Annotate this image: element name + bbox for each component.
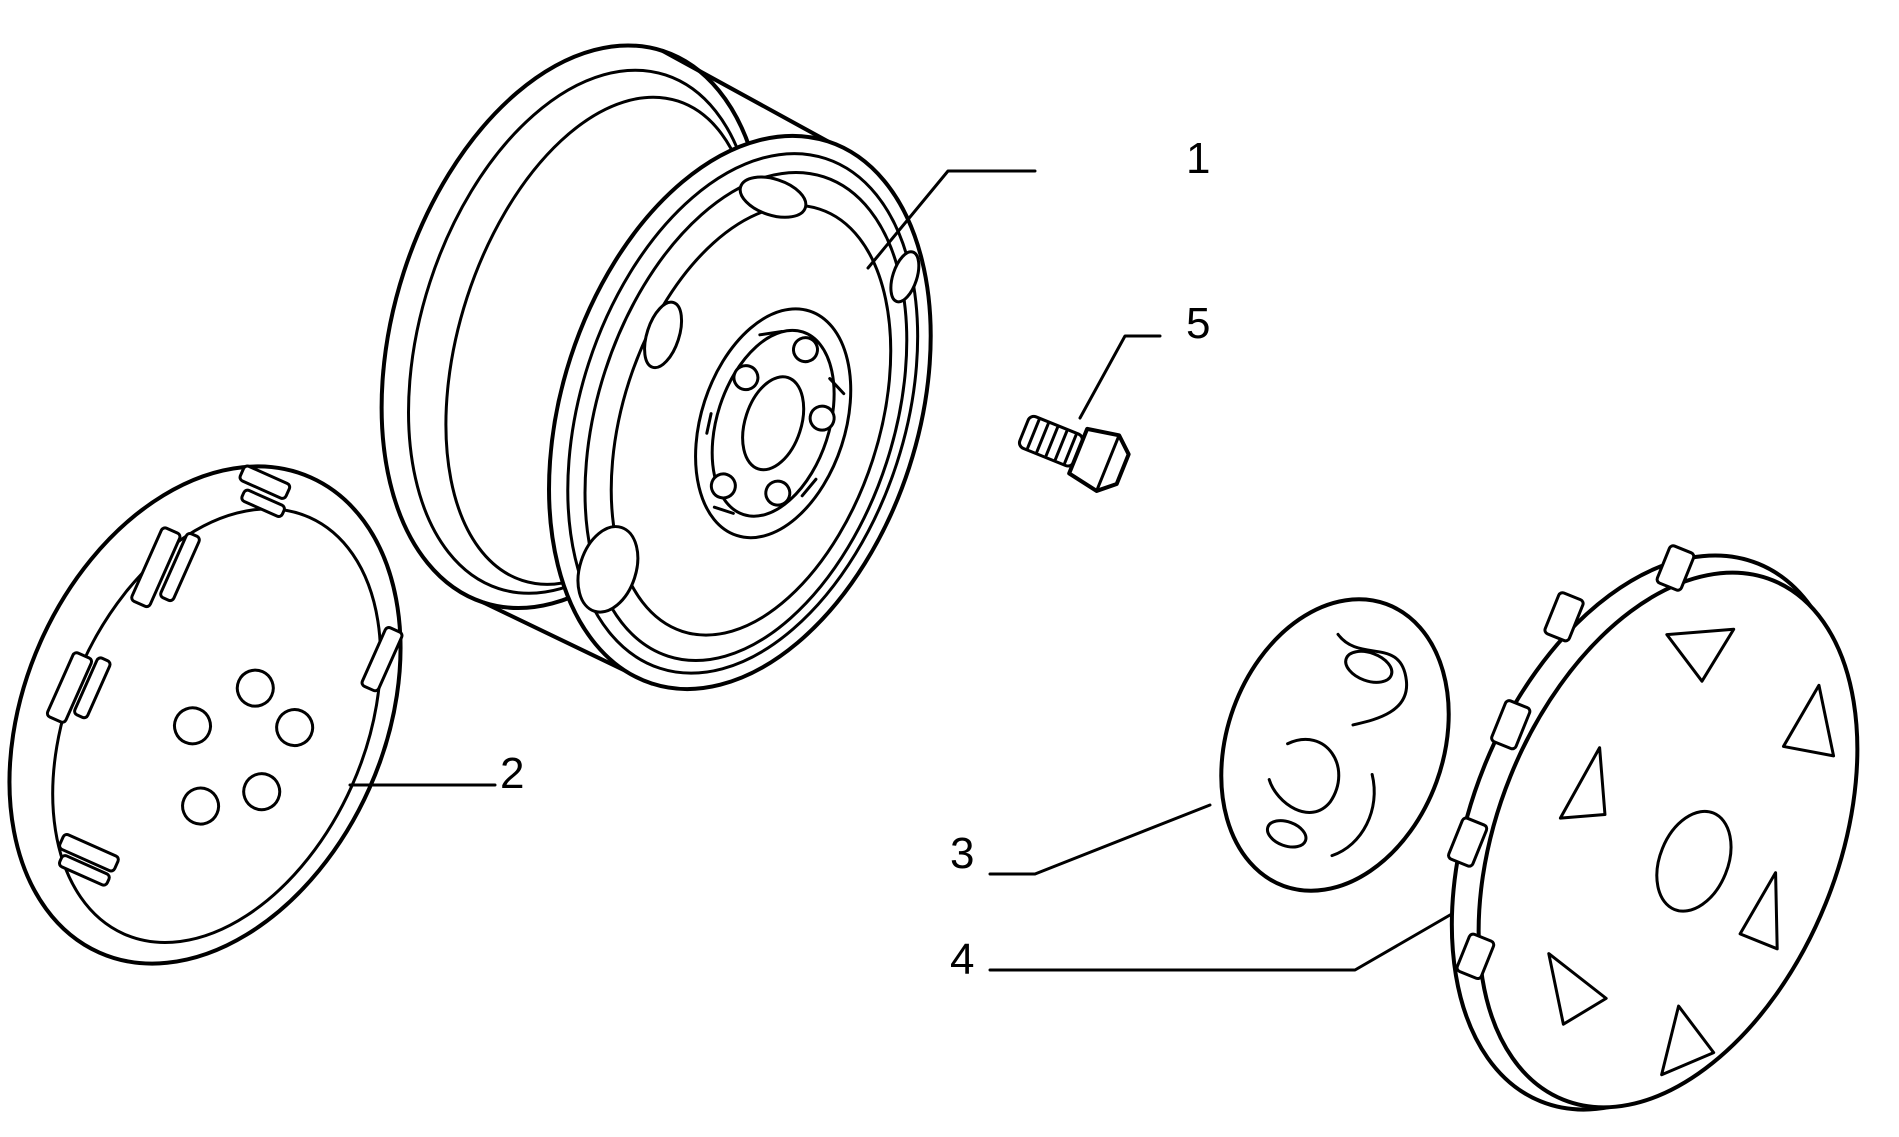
callout-number-4: 4 bbox=[950, 935, 974, 984]
callout-number-5: 5 bbox=[1186, 299, 1210, 348]
wheel-cover-full bbox=[7, 464, 404, 966]
callout-number-1: 1 bbox=[1186, 134, 1210, 183]
callout-number-3: 3 bbox=[950, 829, 974, 878]
steel-wheel-rim bbox=[379, 43, 933, 692]
callout-labels: 1 2 3 4 5 bbox=[500, 134, 1210, 984]
leader-line-4 bbox=[988, 913, 1452, 972]
wheel-bolt bbox=[1017, 414, 1131, 493]
leader-line-3 bbox=[988, 803, 1212, 876]
leader-line-5 bbox=[1078, 334, 1162, 420]
center-cap-small bbox=[1219, 597, 1451, 893]
leader-lines bbox=[348, 169, 1452, 972]
center-cap-large bbox=[1447, 544, 1860, 1112]
leader-line-1 bbox=[866, 169, 1037, 270]
callout-number-2: 2 bbox=[500, 749, 524, 798]
